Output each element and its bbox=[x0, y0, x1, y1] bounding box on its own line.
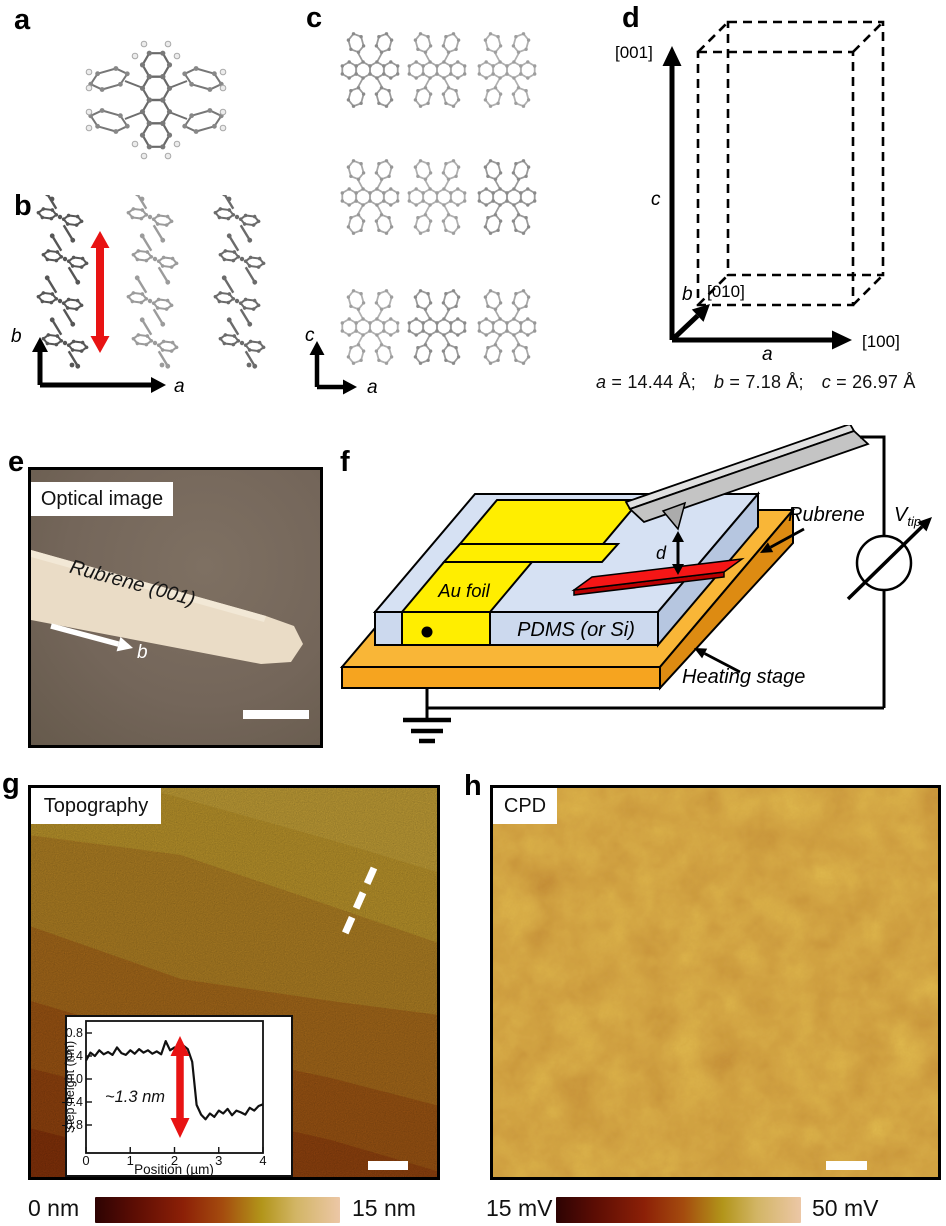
panel-letter-c: c bbox=[306, 2, 323, 34]
topography-art: 0 1 2 3 4 0.8 0.4 0.0 -0.4 -0.8 Position (µm) Ste… bbox=[31, 788, 437, 1177]
rubrene-label: Rubrene bbox=[788, 504, 865, 526]
pdms-label: PDMS (or Si) bbox=[517, 619, 635, 641]
step-profile-curve bbox=[85, 1040, 264, 1121]
profile-dashed-line bbox=[339, 866, 378, 940]
svg-text:0.8: 0.8 bbox=[66, 1026, 83, 1040]
b-axis-horizontal-label: a bbox=[174, 376, 185, 397]
contact-dot bbox=[421, 626, 433, 638]
rubrene-crystal bbox=[31, 550, 303, 664]
cpd-tag: CPD bbox=[493, 788, 557, 824]
b-panel-axes bbox=[32, 337, 166, 393]
ground-symbol bbox=[403, 717, 451, 744]
cpd-image: CPD bbox=[490, 785, 941, 1180]
svg-text:-0.8: -0.8 bbox=[61, 1118, 83, 1132]
b-direction-label: b bbox=[137, 642, 148, 663]
c-axis-arrow bbox=[662, 46, 682, 340]
svg-text:1: 1 bbox=[127, 1153, 134, 1168]
svg-text:0: 0 bbox=[82, 1153, 89, 1168]
afm-tip bbox=[661, 501, 687, 531]
cpd-colorbar-min: 15 mV bbox=[486, 1195, 553, 1221]
panel-letter-e: e bbox=[8, 446, 25, 478]
panel-letter-d: d bbox=[622, 2, 640, 34]
inset-ylabel: Step height (nm) bbox=[63, 1041, 77, 1133]
topo-colorbar-min: 0 nm bbox=[28, 1195, 80, 1221]
scale-bar bbox=[826, 1161, 867, 1170]
afm-cantilever bbox=[624, 425, 870, 531]
svg-text:4: 4 bbox=[259, 1153, 266, 1168]
step-profile-inset: 0 1 2 3 4 0.8 0.4 0.0 -0.4 -0.8 bbox=[61, 1015, 293, 1177]
topo-colorbar bbox=[95, 1197, 340, 1223]
panel-letter-g: g bbox=[2, 768, 20, 800]
lattice-parameters: a = 14.44 Å;b = 7.18 Å;c = 26.97 Å bbox=[596, 372, 916, 392]
crystal-packing-ac-view: c a bbox=[305, 32, 537, 398]
edge-b-label: b bbox=[682, 284, 693, 305]
svg-text:0.4: 0.4 bbox=[66, 1049, 83, 1063]
direction-010-label: [010] bbox=[707, 282, 745, 301]
svg-text:2: 2 bbox=[171, 1153, 178, 1168]
topography-image: 0 1 2 3 4 0.8 0.4 0.0 -0.4 -0.8 Position (µm) Ste… bbox=[28, 785, 440, 1180]
rubrene-molecule-top-view bbox=[85, 40, 227, 160]
vtip-label: Vtip bbox=[894, 504, 921, 529]
panel-letter-a: a bbox=[14, 4, 31, 36]
inset-xlabel: Position (µm) bbox=[134, 1162, 214, 1177]
tip-sample-gap-arrow bbox=[672, 531, 684, 575]
edge-a-label: a bbox=[762, 344, 773, 360]
rubrene-crystal-3d bbox=[571, 557, 745, 596]
rubrene-pointer bbox=[760, 527, 805, 553]
c-axis-horizontal-label: a bbox=[367, 377, 378, 398]
svg-text:3: 3 bbox=[215, 1153, 222, 1168]
optical-image-tag: Optical image bbox=[31, 482, 173, 516]
voltage-source bbox=[846, 517, 932, 601]
crystal-packing-ab-view: b a bbox=[11, 195, 266, 397]
scale-bar bbox=[368, 1161, 408, 1170]
pi-stacking-arrow bbox=[90, 231, 110, 353]
scale-bar bbox=[243, 710, 309, 719]
direction-001-label: [001] bbox=[615, 43, 653, 62]
topography-tag: Topography bbox=[31, 788, 161, 824]
c-panel-axes bbox=[309, 341, 357, 395]
heating-stage-pointer bbox=[694, 648, 741, 674]
edge-c-label: c bbox=[651, 189, 661, 210]
cpd-art bbox=[493, 788, 938, 1177]
svg-text:0.0: 0.0 bbox=[66, 1072, 83, 1086]
panel-letter-f: f bbox=[340, 446, 350, 478]
au-foil-label: Au foil bbox=[437, 580, 490, 601]
panel-letter-b: b bbox=[14, 190, 32, 222]
b-axis-arrow bbox=[670, 304, 710, 342]
b-direction-arrow bbox=[50, 623, 133, 652]
cpd-grain bbox=[493, 788, 938, 1177]
step-height-annotation: ~1.3 nm bbox=[105, 1088, 165, 1106]
b-axis-vertical-label: b bbox=[11, 326, 22, 347]
a-axis-arrow bbox=[672, 330, 852, 350]
cpd-colorbar bbox=[556, 1197, 801, 1223]
direction-100-label: [100] bbox=[862, 332, 900, 351]
panel-letter-h: h bbox=[464, 770, 482, 802]
experimental-setup-schematic: Rubrene Au foil PDMS (or Si) Heating sta… bbox=[339, 425, 932, 744]
cpd-colorbar-max: 50 mV bbox=[812, 1195, 879, 1221]
optical-image: Optical image Rubrene (001) b bbox=[28, 467, 323, 748]
unit-cell-diagram: [001] [010] [100] c b a bbox=[615, 20, 900, 360]
topo-colorbar-max: 15 nm bbox=[352, 1195, 416, 1221]
tip-gap-label: d bbox=[656, 543, 667, 563]
c-axis-vertical-label: c bbox=[305, 325, 315, 346]
step-height-arrow2 bbox=[170, 1036, 190, 1138]
heating-stage-label: Heating stage bbox=[682, 666, 805, 688]
optical-image-art bbox=[31, 550, 309, 719]
svg-text:-0.4: -0.4 bbox=[61, 1095, 83, 1109]
